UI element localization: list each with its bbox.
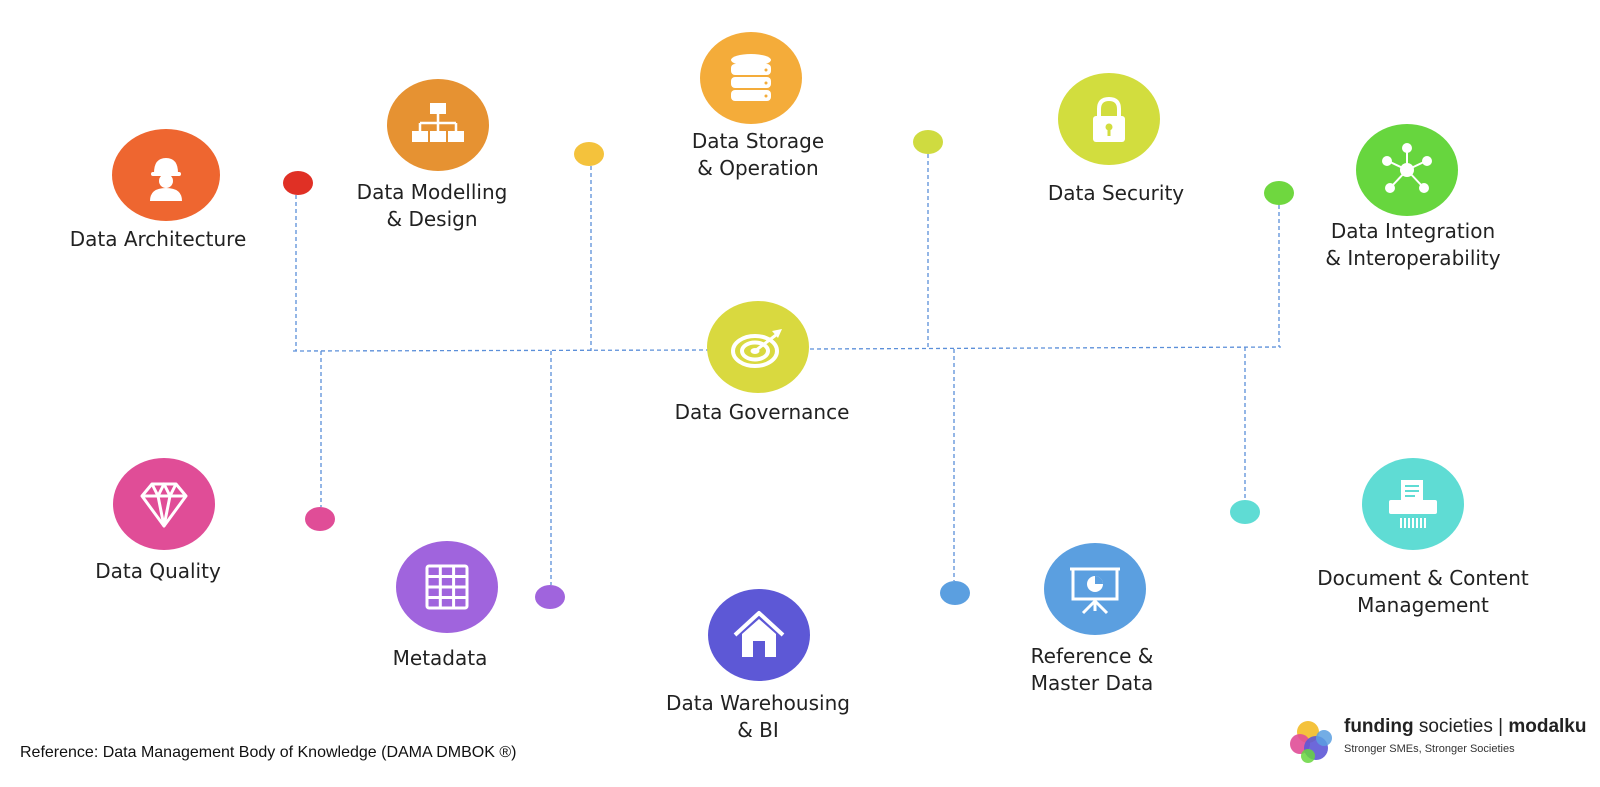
area-label-warehousing: Data Warehousing & BI xyxy=(666,690,850,744)
label-line: & Design xyxy=(386,207,478,231)
label-line: Management xyxy=(1357,593,1489,617)
engineer-icon xyxy=(136,145,196,205)
company-logo: funding societies | modalku Stronger SME… xyxy=(1288,716,1588,772)
area-label-integration: Data Integration & Interoperability xyxy=(1325,218,1500,272)
connector-dot-security xyxy=(1264,181,1294,205)
area-circle-security xyxy=(1058,73,1160,165)
label-line: Data Quality xyxy=(95,559,221,583)
area-circle-reference xyxy=(1044,543,1146,635)
area-circle-architecture xyxy=(112,129,220,221)
label-line: Master Data xyxy=(1030,671,1154,695)
area-circle-modelling xyxy=(387,79,489,171)
center-circle xyxy=(707,301,809,393)
connector-dot-modelling xyxy=(574,142,604,166)
center-label: Data Governance xyxy=(675,399,850,426)
area-label-architecture: Data Architecture xyxy=(70,226,247,253)
spine-left-line xyxy=(292,349,709,352)
connector-dot-storage xyxy=(913,130,943,154)
label-line: & BI xyxy=(737,718,779,742)
label-line: Metadata xyxy=(392,646,488,670)
label-line: Document & Content xyxy=(1317,566,1529,590)
area-circle-warehousing xyxy=(708,589,810,681)
area-circle-quality xyxy=(113,458,215,550)
label-line: Data Security xyxy=(1047,181,1185,205)
label-line: Data Integration xyxy=(1330,219,1496,243)
house-icon xyxy=(729,605,789,665)
lock-icon xyxy=(1079,89,1139,149)
area-circle-integration xyxy=(1356,124,1458,216)
label-line: Data Architecture xyxy=(69,227,247,251)
presentation-icon xyxy=(1065,559,1125,619)
logo-mark-icon xyxy=(1290,721,1332,763)
area-label-modelling: Data Modelling & Design xyxy=(357,179,508,233)
connector-dot-document xyxy=(1230,500,1260,524)
area-label-reference: Reference & Master Data xyxy=(1031,643,1154,697)
target-icon xyxy=(728,317,788,377)
area-circle-document xyxy=(1362,458,1464,550)
connector-dot-architecture xyxy=(283,171,313,195)
database-icon xyxy=(721,48,781,108)
label-line: & Interoperability xyxy=(1325,246,1501,270)
area-circle-storage xyxy=(700,32,802,124)
grid-icon xyxy=(417,557,477,617)
label-line: Data Modelling xyxy=(356,180,508,204)
logo-brand-text: funding societies | modalku xyxy=(1344,716,1587,737)
label-line: Data Governance xyxy=(674,400,850,424)
printer-icon xyxy=(1383,474,1443,534)
area-label-metadata: Metadata xyxy=(393,645,488,672)
diamond-icon xyxy=(134,474,194,534)
area-label-storage: Data Storage & Operation xyxy=(692,128,824,182)
label-line: Data Storage xyxy=(691,129,825,153)
label-line: Reference & xyxy=(1030,644,1154,668)
connector-dot-reference xyxy=(940,581,970,605)
label-line: Data Warehousing xyxy=(666,691,850,715)
connector-dot-metadata xyxy=(535,585,565,609)
area-label-security: Data Security xyxy=(1048,180,1184,207)
org-chart-icon xyxy=(408,95,468,155)
label-line: & Operation xyxy=(697,156,819,180)
spine-right-line xyxy=(809,346,1282,350)
logo-tagline: Stronger SMEs, Stronger Societies xyxy=(1344,743,1515,755)
connector-dot-quality xyxy=(305,507,335,531)
reference-note: Reference: Data Management Body of Knowl… xyxy=(20,744,517,761)
area-circle-metadata xyxy=(396,541,498,633)
area-label-quality: Data Quality xyxy=(95,558,221,585)
network-icon xyxy=(1377,140,1437,200)
